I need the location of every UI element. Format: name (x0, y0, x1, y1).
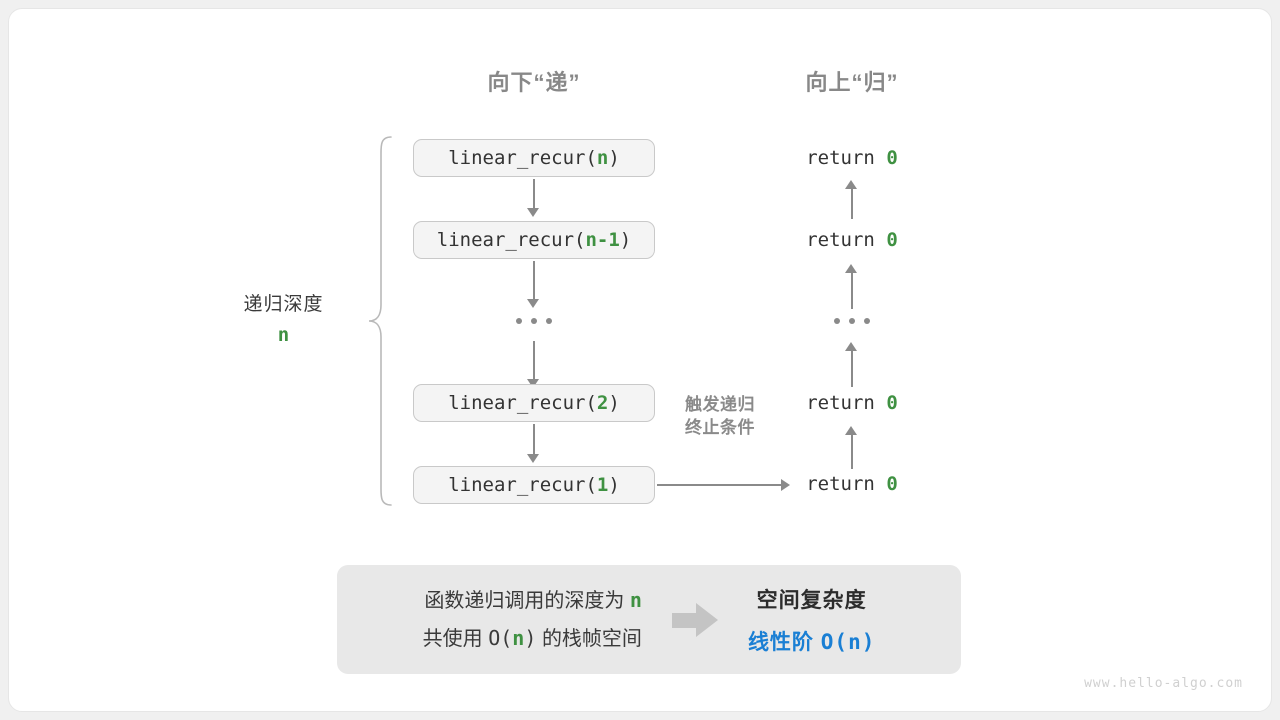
arrow-up-3-line (851, 349, 853, 387)
arrow-up-2-head (845, 264, 857, 273)
space-complexity-bigo: O(n) (820, 629, 876, 654)
call-box-prefix: linear_recur( (448, 147, 597, 169)
summary-line-2-text-a: 共使用 (422, 627, 483, 650)
arrow-up-1-line (851, 187, 853, 219)
call-box-suffix: ) (619, 229, 632, 251)
arrow-down-3-head (527, 379, 539, 388)
return-value: 0 (886, 229, 898, 251)
return-value: 0 (886, 392, 898, 414)
arrow-up-4-line (851, 433, 853, 469)
arrow-down-4-head (527, 454, 539, 463)
summary-line-2-n: n (512, 625, 525, 650)
trigger-note-line1: 触发递归 (685, 395, 755, 414)
return-value: 0 (886, 147, 898, 169)
return-ellipsis (834, 318, 870, 324)
call-box-suffix: ) (608, 392, 620, 414)
call-box-2: linear_recur(2) (413, 384, 655, 422)
summary-line-2-c: ) (524, 625, 537, 650)
return-row-4: return 0 (727, 473, 977, 495)
implies-arrow-icon (671, 602, 718, 637)
recursion-depth-value: n (277, 324, 290, 346)
summary-line-1-text: 函数递归调用的深度为 (424, 589, 625, 612)
call-box-n-1: linear_recur(n-1) (413, 221, 655, 259)
summary-line-2-o: O( (488, 625, 513, 650)
arrow-down-2-line (533, 261, 535, 301)
summary-left-text: 函数递归调用的深度为 n 共使用 O(n) 的栈帧空间 (423, 582, 642, 658)
call-box-arg: n (596, 147, 609, 169)
summary-right-text: 空间复杂度 线性阶 O(n) (748, 584, 875, 656)
call-box-arg: 1 (596, 474, 609, 496)
return-keyword: return (806, 473, 875, 495)
arrow-up-3-head (845, 342, 857, 351)
return-row-2: return 0 (727, 229, 977, 251)
call-stack-ellipsis (516, 318, 552, 324)
arrow-up-2-line (851, 271, 853, 309)
arrow-down-3-line (533, 341, 535, 381)
return-keyword: return (806, 147, 875, 169)
trigger-note: 触发递归 终止条件 (657, 394, 783, 440)
return-keyword: return (806, 392, 875, 414)
call-box-arg: n-1 (585, 229, 620, 251)
recursion-depth-label: 递归深度 n (201, 289, 366, 346)
trigger-note-line2: 终止条件 (685, 417, 755, 437)
call-box-prefix: linear_recur( (448, 474, 597, 496)
call-box-arg: 2 (596, 392, 609, 414)
call-box-prefix: linear_recur( (448, 392, 597, 414)
site-watermark: www.hello-algo.com (1084, 676, 1243, 691)
summary-line-2-text-b: 的栈帧空间 (541, 627, 642, 650)
return-keyword: return (806, 229, 875, 251)
summary-line-2: 共使用 O(n) 的栈帧空间 (423, 620, 642, 658)
diagram-card: 向下“递” 向上“归” 递归深度 n linear_recur(n) linea… (8, 8, 1272, 712)
depth-brace (367, 135, 393, 512)
arrow-down-1-line (533, 179, 535, 210)
summary-line-1-n: n (629, 587, 642, 612)
arrow-right-head (781, 479, 790, 491)
space-complexity-order: 线性阶 (747, 630, 814, 654)
return-value: 0 (886, 473, 898, 495)
call-box-suffix: ) (608, 147, 620, 169)
call-box-prefix: linear_recur( (436, 229, 586, 251)
call-box-1: linear_recur(1) (413, 466, 655, 504)
call-box-n: linear_recur(n) (413, 139, 655, 177)
arrow-up-4-head (845, 426, 857, 435)
space-complexity-value: 线性阶 O(n) (748, 626, 875, 656)
header-recursion-up: 向上“归” (805, 70, 899, 95)
recursion-depth-text: 递归深度 (243, 294, 324, 315)
arrow-down-4-line (533, 424, 535, 456)
arrow-up-1-head (845, 180, 857, 189)
return-row-1: return 0 (727, 147, 977, 169)
return-row-3: return 0 (727, 392, 977, 414)
arrow-down-1-head (527, 208, 539, 217)
summary-box: 函数递归调用的深度为 n 共使用 O(n) 的栈帧空间 空间复杂度 线性阶 O(… (337, 565, 961, 674)
arrow-down-2-head (527, 299, 539, 308)
summary-line-1: 函数递归调用的深度为 n (423, 582, 642, 620)
call-box-suffix: ) (608, 474, 620, 496)
arrow-right-line (657, 484, 783, 486)
header-recursion-down: 向下“递” (487, 70, 581, 95)
space-complexity-title: 空间复杂度 (756, 588, 867, 612)
